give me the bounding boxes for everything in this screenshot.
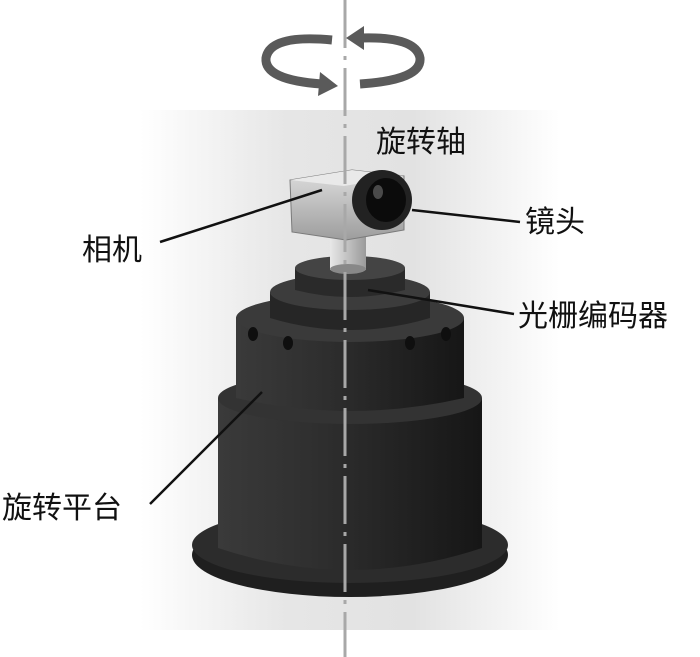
lens-glass [366,178,406,222]
label-rotary-platform: 旋转平台 [2,491,122,526]
camera-post-foot [330,264,366,274]
screw-hole [405,336,415,350]
label-grating-encoder: 光栅编码器 [518,299,668,334]
label-lens: 镜头 [525,205,585,240]
lens-highlight [373,185,383,199]
leader-line-camera [159,188,323,244]
label-rotation-axis: 旋转轴 [376,125,466,160]
leader-line-encoder [367,288,515,316]
rotation-arrow-icon [261,26,425,96]
screw-hole [441,327,451,341]
leader-line-lens [411,208,521,224]
label-camera: 相机 [82,233,142,268]
screw-hole [248,327,258,341]
platform-lower-cylinder [218,398,482,570]
leader-line-platform [149,391,263,505]
screw-hole [283,336,293,350]
